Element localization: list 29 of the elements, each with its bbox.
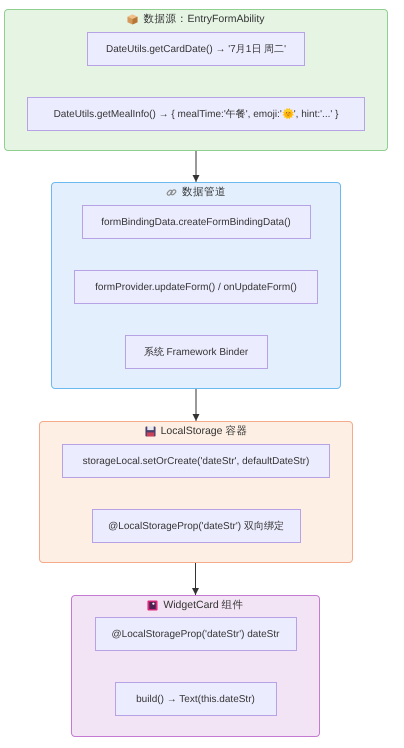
node-label: storageLocal.setOrCreate('dateStr', defaultDateStr) — [82, 454, 310, 468]
process-box — [62, 444, 330, 478]
node-label: @LocalStorageProp('dateStr') dateStr — [112, 628, 280, 640]
node-label: formBindingData.createFormBindingData() — [101, 216, 291, 228]
node-label: build() → Text(this.dateStr) — [136, 692, 255, 706]
group-panel — [51, 182, 341, 389]
group-panel — [39, 421, 353, 563]
process-box — [82, 205, 310, 239]
node-label: formProvider.updateForm() / onUpdateForm() — [95, 280, 297, 294]
group-title: WidgetCard 组件 — [163, 599, 244, 612]
process-box — [27, 97, 365, 131]
node-label: DateUtils.getMealInfo() → { mealTime:'午餐', emoji:'🌞', hint:'...' } — [54, 108, 338, 120]
arrow — [192, 150, 200, 182]
process-box — [74, 270, 318, 304]
group-panel — [71, 595, 320, 737]
group-panel — [4, 9, 388, 151]
node-label: DateUtils.getCardDate() → '7月1日 周二' — [106, 42, 286, 56]
process-box — [114, 682, 276, 716]
group-title: 数据管道 — [182, 186, 226, 199]
process-box — [124, 335, 268, 369]
process-box — [87, 32, 305, 66]
arrow — [192, 562, 199, 596]
node-label: 系统 Framework Binder — [144, 346, 248, 358]
node-label: @LocalStorageProp('dateStr') 双向绑定 — [108, 520, 284, 532]
process-box — [92, 509, 300, 543]
group-title: LocalStorage 容器 — [160, 425, 248, 438]
arrow — [192, 388, 200, 422]
group-title: 数据源：EntryFormAbility — [143, 13, 264, 26]
process-box — [94, 617, 296, 651]
